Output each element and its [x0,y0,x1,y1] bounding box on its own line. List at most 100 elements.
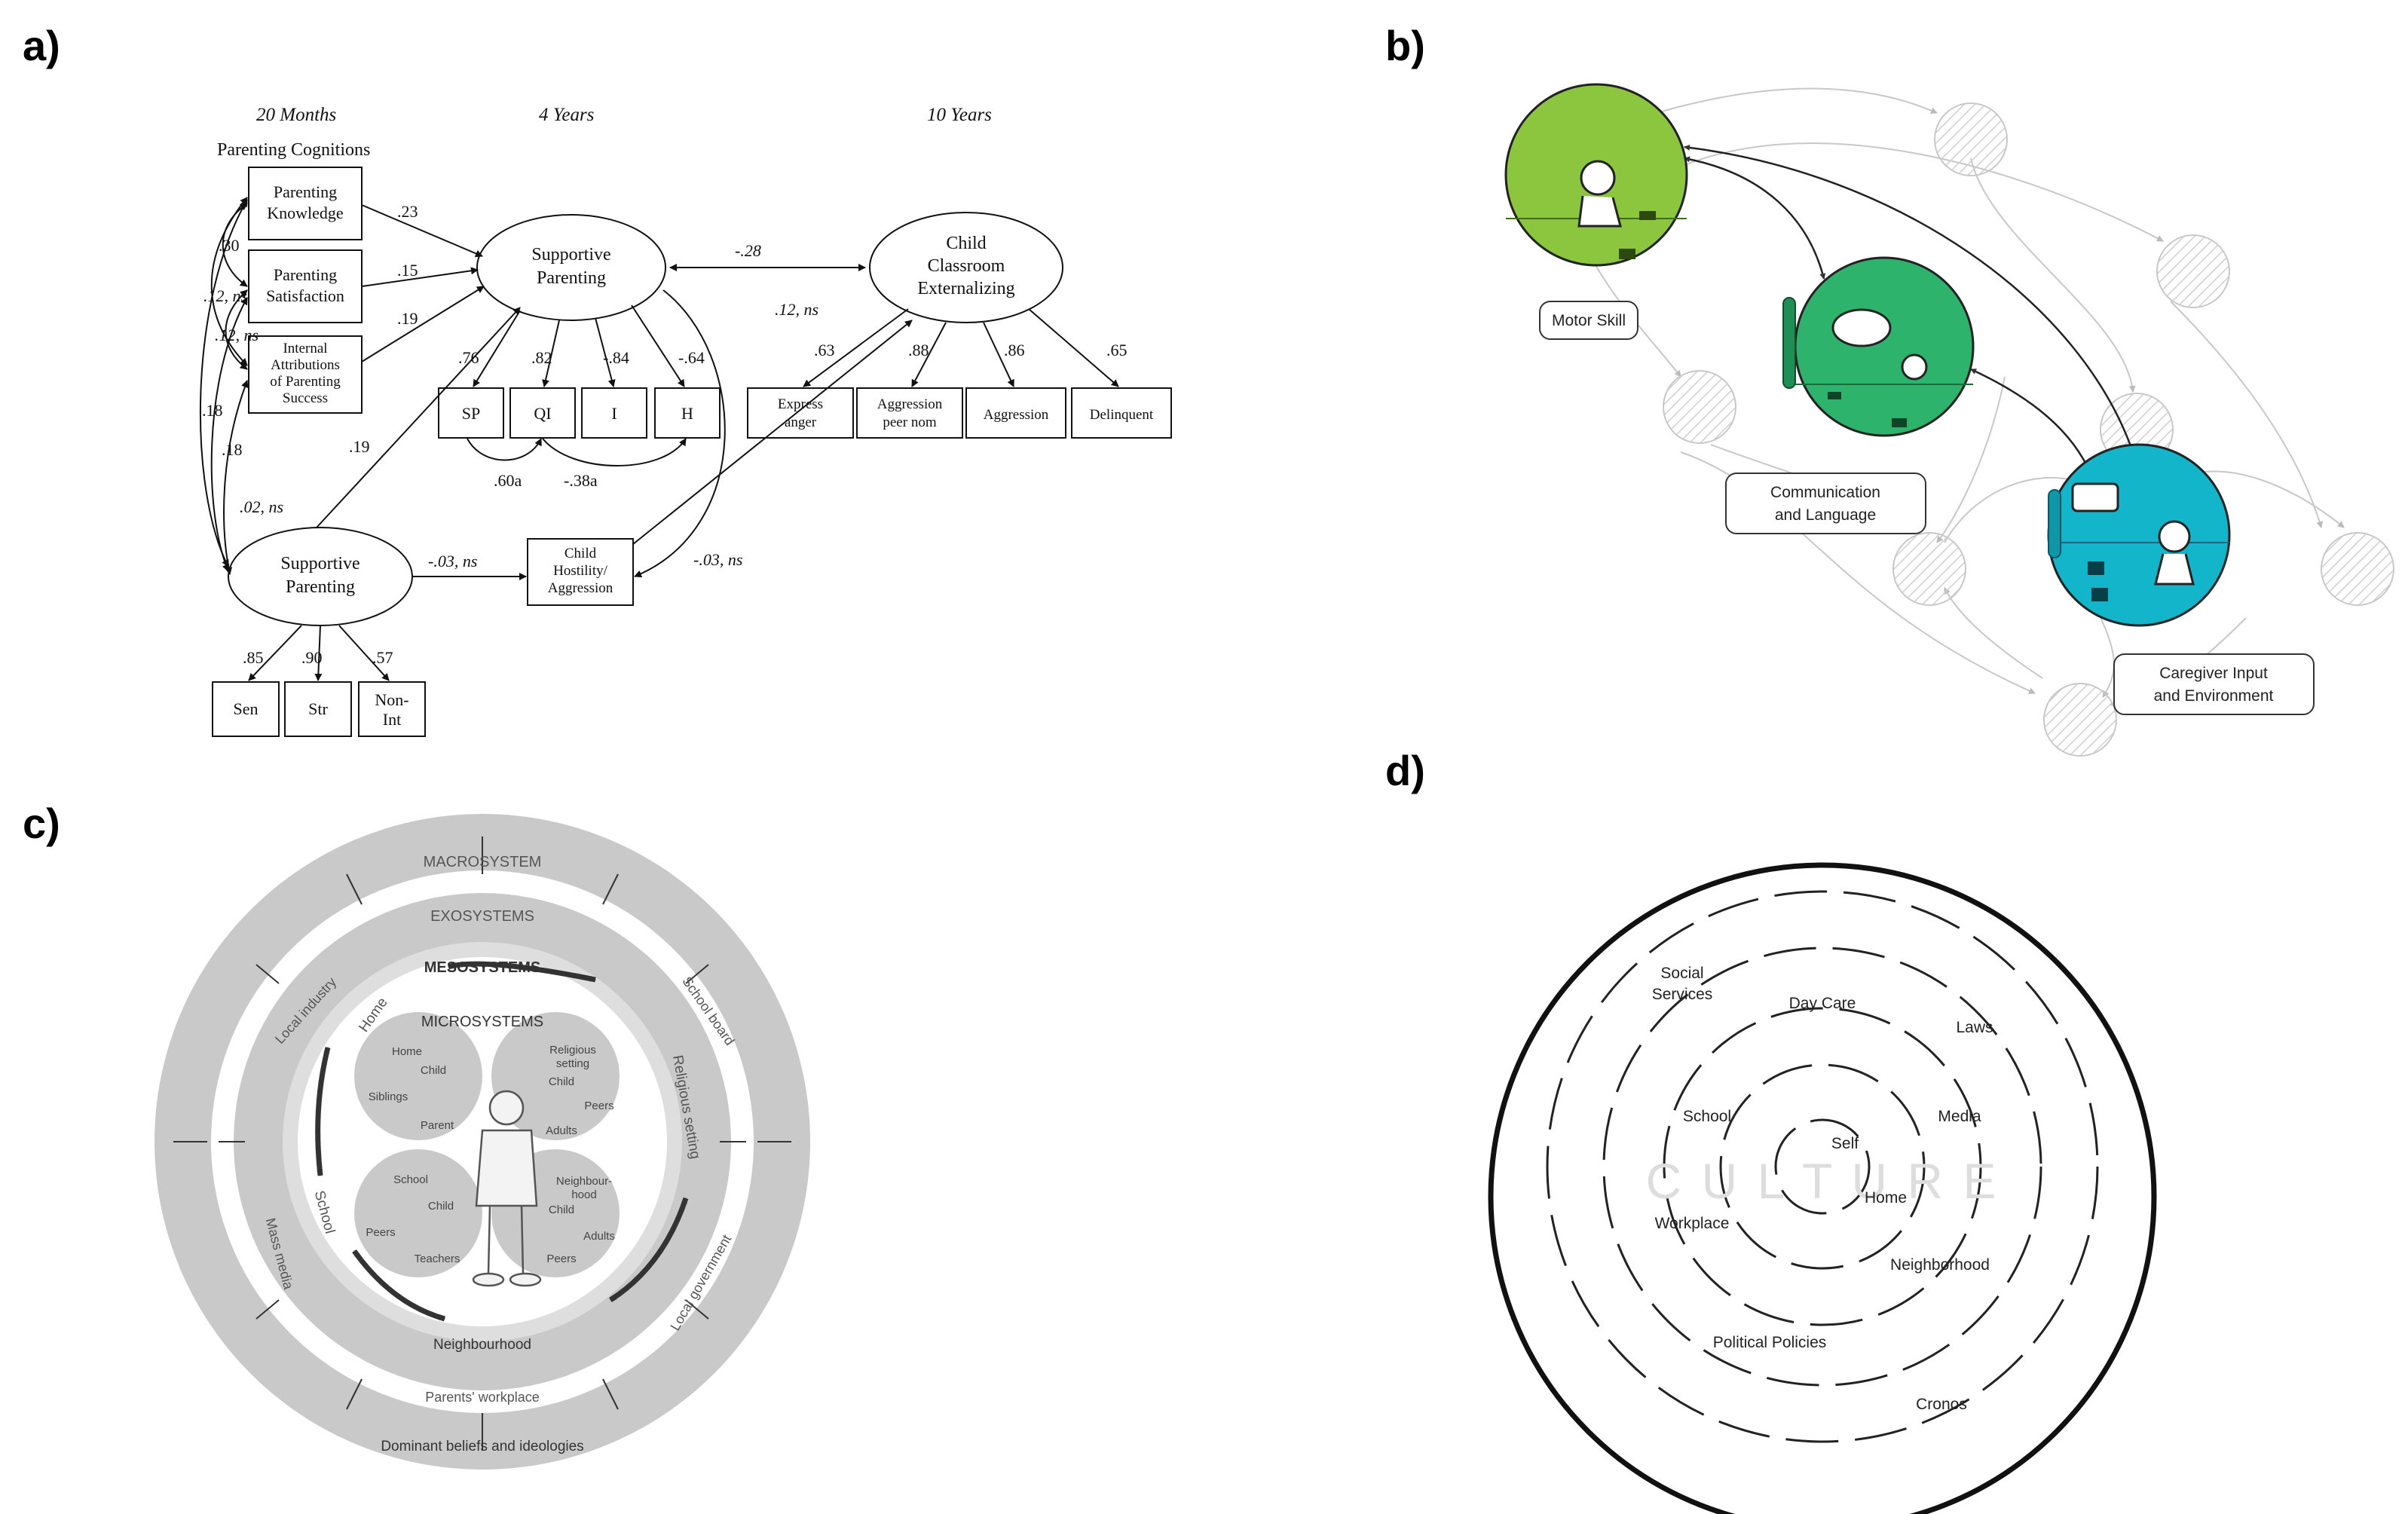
box-parenting-knowledge [248,167,363,240]
panel-label-d: d) [1385,747,1425,794]
coef-a-sp20: .02, ns [240,497,283,516]
str-label: Str [308,699,328,718]
dashed-ring-4 [1602,947,2042,1387]
path-sp20-nonint [338,625,390,681]
hostility-line1: Child [565,546,597,561]
panel-d-culture-model: C U L T U R E Social Services Day Care L… [1488,862,2157,1514]
panel-a-path-diagram: 20 Months 4 Years 10 Years Parenting Cog… [199,105,1172,737]
path-sp4-qi [542,320,560,387]
coef-sp20-hostility: -.03, ns [428,552,477,570]
micro-school-4: Teachers [415,1252,460,1265]
coef-sp4-ext: -.28 [735,241,761,260]
motor-child-icon [1580,160,1616,196]
meso-arrow-bottom [352,1249,445,1322]
time-label-10y: 10 Years [927,105,992,125]
micro-neigh-3: Child [549,1204,574,1216]
path-attributions-sp [361,286,485,362]
panel-label-c: c) [23,800,60,847]
dashed-ring-2 [1719,1063,1926,1270]
micro-school-2: Child [428,1200,454,1213]
coef-sen: .85 [243,648,264,667]
ellipse-supportive-4y [476,214,666,321]
path-ext-delinquent [1028,308,1119,387]
grey-node [2321,532,2394,606]
micro-neigh-5: Peers [546,1252,576,1265]
path-sp20-sp4 [316,307,521,528]
micro-rel-2: setting [556,1057,589,1070]
label-school: School [1683,1108,1731,1125]
coef-a-s: .12, ns [215,326,259,344]
delinquent-label: Delinquent [1090,407,1154,423]
ellipse-supportive-20m [228,527,413,626]
grey-arc [1970,158,2136,393]
path-satisfaction-sp [361,267,479,287]
knowledge-line2: Knowledge [267,203,343,222]
attributions-line4: Success [283,390,328,406]
micro-school-circle [354,1149,482,1277]
time-label-20m: 20 Months [256,105,336,125]
label-caregiver-2: and Environment [2154,687,2274,705]
parenting-cognitions-label: Parenting Cognitions [217,140,370,160]
label-motor: Motor Skill [1552,312,1626,329]
label-box-motor [1539,301,1638,340]
box-h [654,387,721,439]
node-caregiver [2047,443,2231,627]
sp20-line2: Parenting [286,577,355,597]
panel-label-b: b) [1385,22,1425,69]
label-social-1: Social [1660,965,1703,982]
path-knowledge-sp [361,204,483,258]
qi-label: QI [534,404,551,423]
label-box-communication [1725,473,1926,534]
express-line2: anger [785,414,817,430]
ext-line3: Externalizing [917,279,1014,298]
comm-child-icon [1901,353,1928,381]
speech-bubble-icon [1831,308,1892,347]
coef-ext-hostility: .12, ns [775,300,818,319]
hostility-line3: Aggression [548,580,613,596]
dashed-ring-1 [1774,1118,1871,1215]
corr-qi-h [542,438,687,466]
label-social-2: Services [1652,986,1713,1003]
grey-arc [1631,87,1938,121]
coef-delinquent: .65 [1106,341,1128,359]
comm-toy-icon [1892,418,1907,427]
macro-dominant-beliefs: Dominant beliefs and ideologies [381,1439,583,1454]
sp-label: SP [462,404,480,423]
attributions-line2: Attributions [271,357,340,373]
path-sp20-str [314,625,323,681]
outer-culture-circle [1488,862,2157,1514]
caregiver-toy-icon [2091,588,2108,601]
box-aggression [965,387,1066,439]
panel-b-network: Motor Skill Communication and Language C… [1504,83,2394,757]
satisfaction-line2: Satisfaction [266,286,344,305]
label-day-care: Day Care [1789,995,1856,1012]
micro-home-1: Home [392,1045,422,1058]
sp20-line1: Supportive [280,554,360,573]
micro-home-3: Siblings [369,1090,408,1103]
label-workplace: Workplace [1655,1215,1730,1232]
box-internal-attributions [248,335,363,414]
link-motor-caregiver [1684,144,2134,453]
coef-aggrpeer: .88 [908,341,929,359]
coef-corr-qi-h: -.38a [564,471,598,490]
meso-arrow-left [315,1047,331,1176]
coef-express: .63 [814,341,835,359]
grey-node [2156,234,2230,308]
dashed-ring-3 [1663,1007,1982,1326]
meso-arrow-top [448,961,596,983]
box-express-anger [747,387,854,439]
macro-label: MACROSYSTEM [424,854,542,870]
path-ext-aggression [983,322,1014,387]
path-sp4-h [631,304,685,387]
coef-i: -.84 [603,348,629,367]
attributions-line3: of Parenting [270,374,341,390]
coef-sp20-sp4: .19 [349,437,370,456]
grey-arc [1944,587,2043,679]
label-communication-1: Communication [1770,484,1880,501]
corr-sp-qi [467,438,542,461]
coef-s-a: .12, ns [203,286,247,305]
caregiver-body-icon [2154,553,2195,586]
panel-c-ecological-model: MACROSYSTEM EXOSYSTEMS MESOSYSTEMS MICRO… [155,814,810,1470]
